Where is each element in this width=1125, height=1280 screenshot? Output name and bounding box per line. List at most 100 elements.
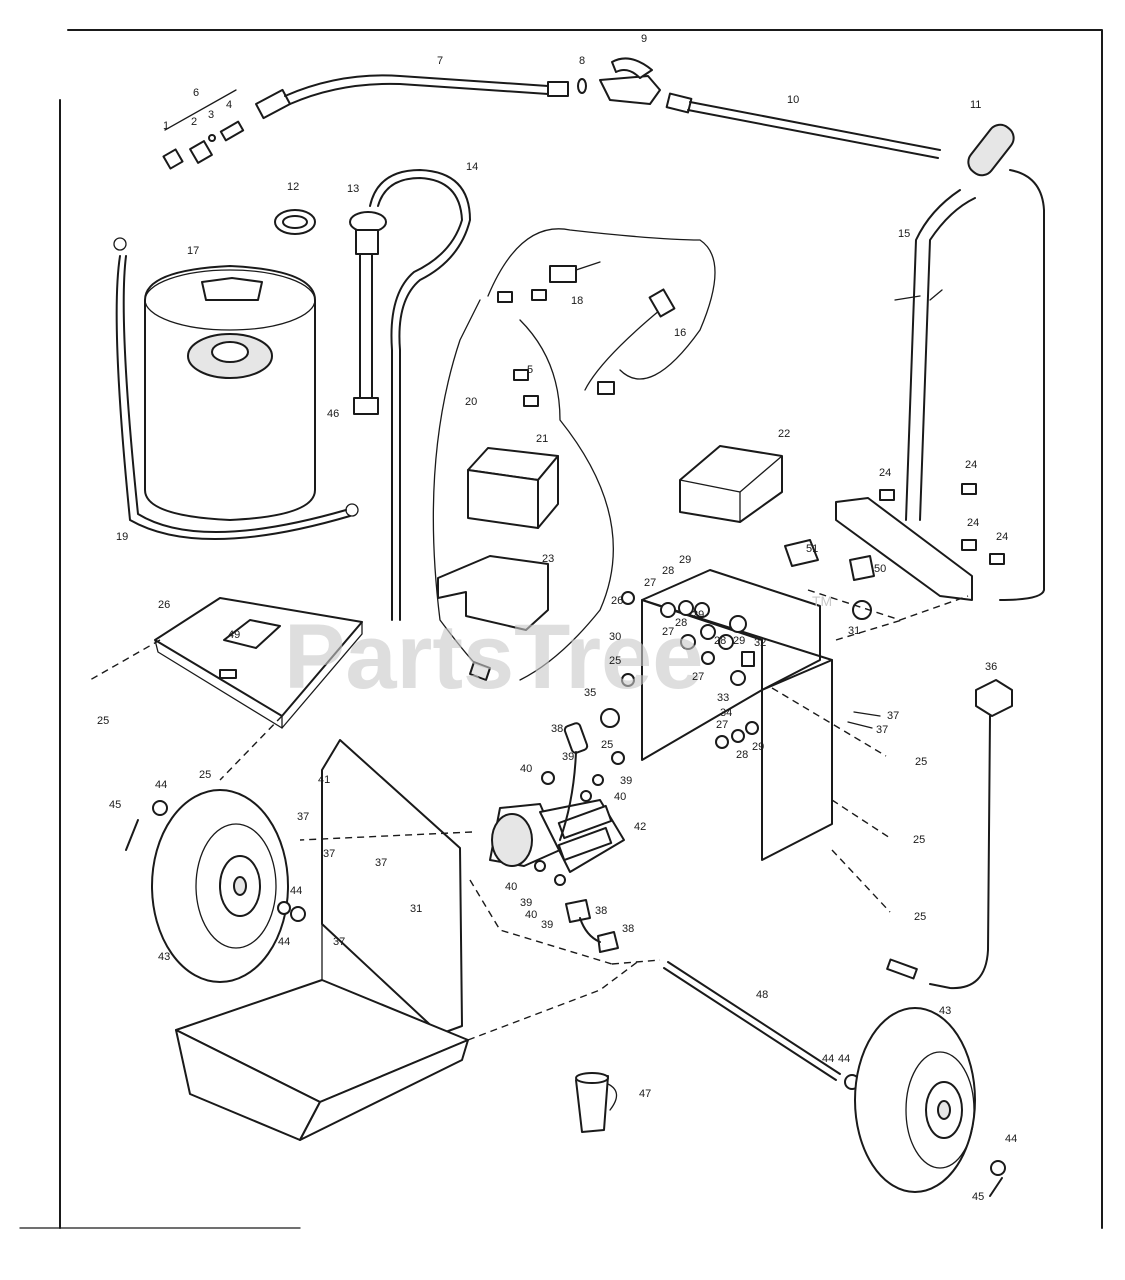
frame-border [19,29,1103,1229]
callout: 3 [208,109,214,121]
callout: 39 [541,919,553,931]
callout: 19 [116,531,128,543]
callout: 27 [662,626,674,638]
callout: 35 [584,687,596,699]
callout: 44 [1005,1133,1017,1145]
callout: 20 [465,396,477,408]
measuring-cup [575,1072,618,1133]
callout: 13 [347,183,359,195]
callout: 44 [290,885,302,897]
callout: 25 [914,911,926,923]
callout: 28 [662,565,674,577]
callout: 18 [571,295,583,307]
callout: 11 [970,99,981,111]
callout: 45 [109,799,121,811]
callout: 15 [898,228,910,240]
callout: 46 [327,408,339,420]
callout: 36 [985,661,997,673]
callout: 47 [639,1088,651,1100]
solution-tank [144,265,316,521]
callout: 24 [996,531,1008,543]
top-cover [154,597,363,729]
callout: 9 [641,33,647,45]
callout: 37 [333,936,345,948]
callout: 2 [191,116,197,128]
callout: 41 [318,774,330,786]
battery-box [679,445,783,523]
callout: 49 [228,629,240,641]
callout: 40 [520,763,532,775]
callout: 38 [622,923,634,935]
callout: 32 [754,637,766,649]
callout: 25 [609,655,621,667]
svg-text:TM: TM [812,593,832,609]
callout: 40 [614,791,626,803]
high-pressure-hose [665,92,941,159]
return-hose [369,169,471,621]
callout: 31 [848,625,860,637]
callout: 29 [679,554,691,566]
rear-rail [784,483,1005,601]
tank-strap [113,237,359,540]
callout: 37 [887,710,899,722]
callout: 39 [620,775,632,787]
callout: 48 [756,989,768,1001]
callout: 34 [720,707,732,719]
trigger-gun [599,57,661,105]
callout: 27 [716,719,728,731]
callout: 27 [692,671,704,683]
assembly-lines [89,589,969,1041]
callout: 5 [527,364,533,376]
callout: 24 [965,459,977,471]
callout: 37 [876,724,888,736]
callout: 40 [505,881,517,893]
callout: 44 [278,936,290,948]
callout: 37 [323,848,335,860]
callout: 12 [287,181,299,193]
callout: 43 [939,1005,951,1017]
callout: 43 [158,951,170,963]
callout: 23 [542,553,554,565]
callout: 4 [226,99,232,111]
callout: 22 [778,428,790,440]
callout: 44 [838,1053,850,1065]
tank-cap-parts [274,209,387,415]
callout: 33 [717,692,729,704]
power-cord [886,679,1013,990]
watermark: PartsTree TM [284,593,832,708]
callout: 21 [536,433,548,445]
callout: 38 [595,905,607,917]
base-pan [175,979,469,1141]
plate-fasteners [600,591,881,765]
callout: 6 [193,87,199,99]
callout: 38 [551,723,563,735]
callout: 24 [879,467,891,479]
callout: 40 [525,909,537,921]
callout: 27 [644,577,656,589]
callout: 10 [787,94,799,106]
callout: 28 [675,617,687,629]
nozzle-parts [162,89,245,170]
callout: 25 [199,769,211,781]
callout: 7 [437,55,443,67]
callout: 28 [736,749,748,761]
callout: 17 [187,245,199,257]
spray-wand [255,74,587,120]
battery-bracket [437,555,549,631]
left-wheel [125,789,306,983]
callout: 25 [915,756,927,768]
callout: 39 [520,897,532,909]
callout: 44 [155,779,167,791]
callout: 25 [601,739,613,751]
callout: 29 [752,741,764,753]
callout: 51 [806,543,818,555]
callout: 29 [733,635,745,647]
callout: 1 [163,120,169,132]
callout: 29 [692,609,704,621]
callout: 8 [579,55,585,67]
callout: 25 [913,834,925,846]
callout: 26 [158,599,170,611]
battery [467,447,559,529]
callout: 25 [97,715,109,727]
